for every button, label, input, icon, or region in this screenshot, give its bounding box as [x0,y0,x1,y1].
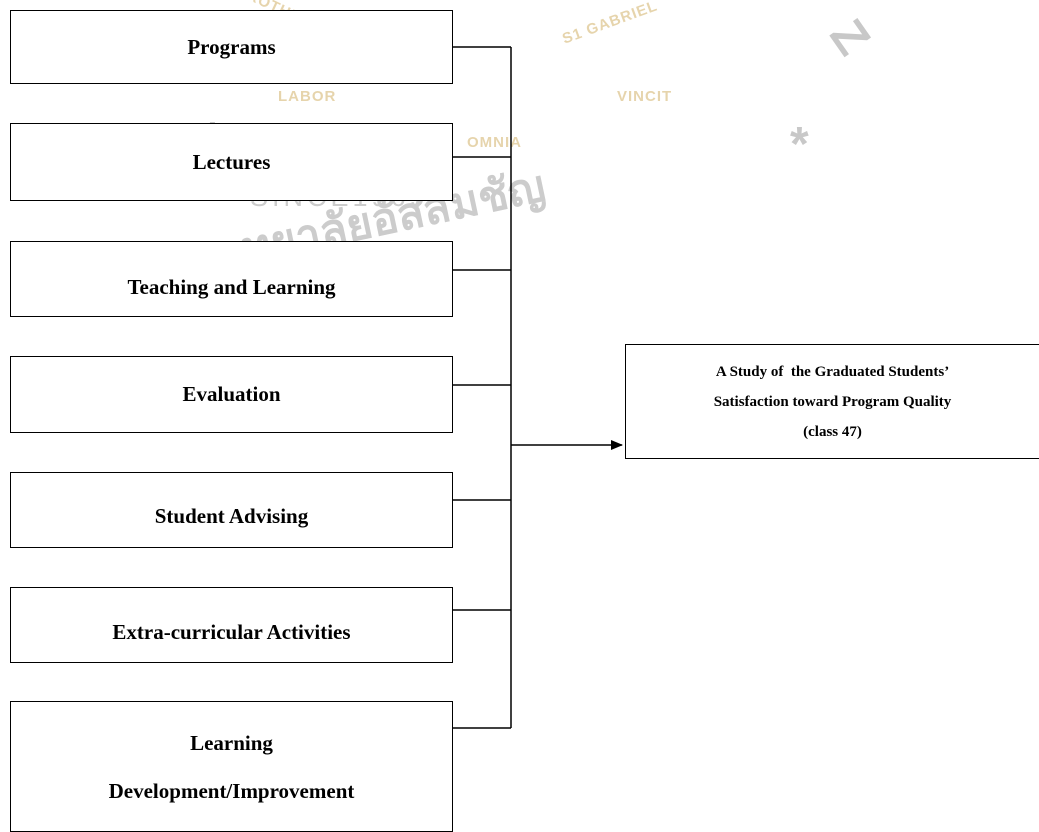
factor-label: Extra-curricular Activities [112,619,351,644]
factor-box-extracurricular: Extra-curricular Activities [10,587,453,663]
target-box-study: A Study of the Graduated Students’ Satis… [625,344,1039,459]
factor-label: Evaluation [182,382,281,406]
factor-box-programs: Programs [10,10,453,84]
factor-label: Programs [187,34,276,59]
factor-label: Teaching and Learning [127,274,336,299]
factor-box-lectures: Lectures [10,123,453,201]
target-title-line3: (class 47) [803,423,862,440]
factor-label-line1: Learning [190,730,273,755]
factor-label: Lectures [192,149,271,174]
factor-box-evaluation: Evaluation [10,356,453,433]
factor-box-student-advising: Student Advising [10,472,453,548]
factor-label-line2: Development/Improvement [108,778,355,803]
factor-box-teaching-learning: Teaching and Learning [10,241,453,317]
target-title-line2: Satisfaction toward Program Quality [713,393,952,410]
target-title-line1: A Study of the Graduated Students’ [715,363,950,380]
factor-box-learning-development: Learning Development/Improvement [10,701,453,832]
factor-label: Student Advising [154,503,309,528]
